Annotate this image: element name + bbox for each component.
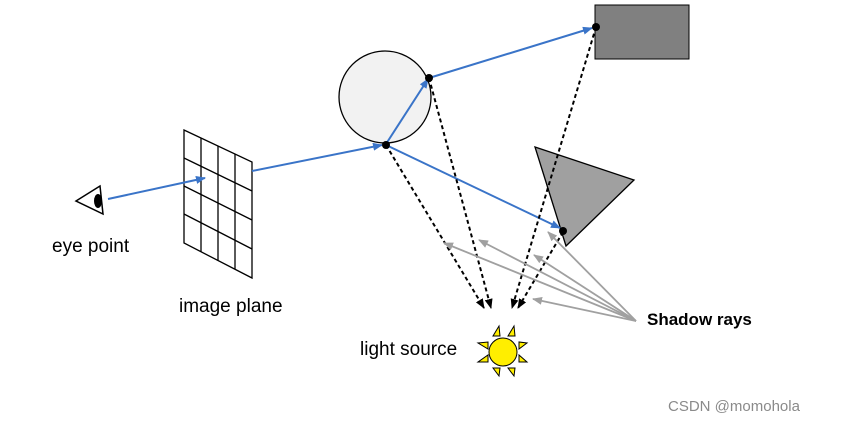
shadow-rays [385,26,597,309]
ray-sphere-to-sphere [385,78,429,145]
box [594,4,690,60]
eye-point-label: eye point [52,236,130,257]
image-plane-grid [183,128,253,280]
shadow-rays-label: Shadow rays [647,310,752,329]
ray-sphere-to-triangle [385,144,561,229]
shadow-ray-sphere-lower [385,144,485,309]
sun-icon [476,324,529,378]
shadow-ray-triangle [517,231,564,309]
triangle [533,145,636,248]
ray-eye-to-plane [107,175,206,200]
primary-rays [107,26,593,229]
eye-icon [74,184,104,216]
ray-sphere-to-box [428,26,593,79]
watermark: CSDN @momohola [668,398,801,415]
shadow-ray-sphere-upper [428,77,493,309]
intersection-points [382,23,600,235]
ray-plane-to-sphere [251,142,383,172]
light-source-label: light source [360,339,457,360]
shadow-rays-pointers [443,231,637,322]
image-plane-label: image plane [179,296,283,317]
